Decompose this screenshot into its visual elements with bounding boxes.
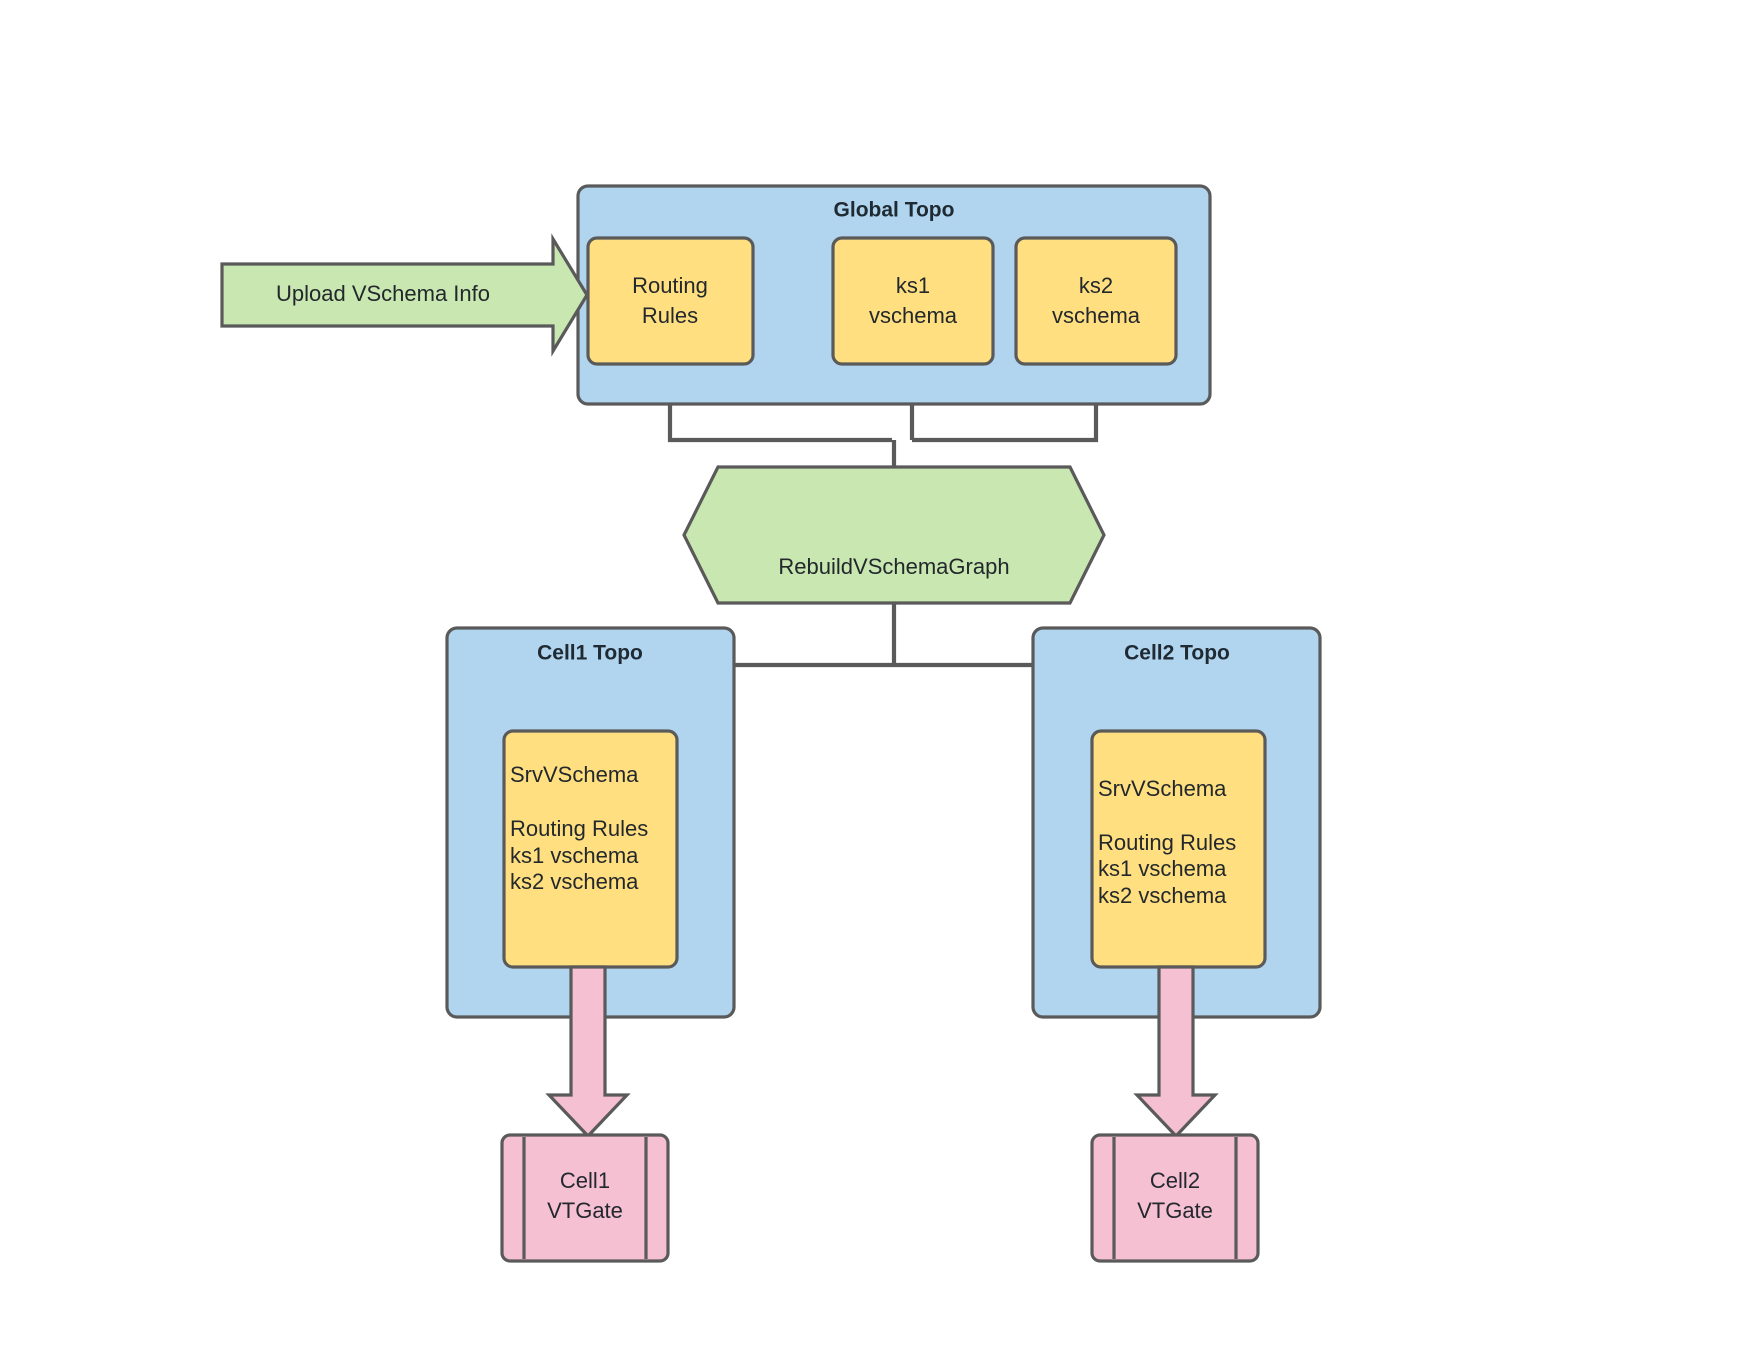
ks2-vschema-line2: vschema: [1052, 303, 1141, 328]
cell2-topo-label: Cell2 Topo: [1124, 642, 1230, 665]
edge-cell1-srvvschema-to-vtgate: [545, 965, 631, 1139]
cell1-srvvschema-heading: SrvVSchema: [510, 762, 639, 787]
node-routing-rules[interactable]: Routing Rules: [586, 236, 755, 366]
cell2-srv-item-2: ks2 vschema: [1098, 883, 1227, 908]
cell2-srv-item-0: Routing Rules: [1098, 830, 1236, 855]
global-topo-label: Global Topo: [834, 199, 955, 222]
cell1-vtgate-line1: Cell1: [560, 1168, 610, 1193]
routing-rules-line1: Routing: [632, 273, 708, 298]
cell2-srv-item-1: ks1 vschema: [1098, 856, 1227, 881]
ks1-vschema-line2: vschema: [869, 303, 958, 328]
ks2-vschema-line1: ks2: [1079, 273, 1113, 298]
cell1-vtgate-node[interactable]: Cell1 VTGate: [500, 1133, 670, 1263]
cell2-srvvschema-heading: SrvVSchema: [1098, 776, 1227, 801]
upload-vschema-info-arrow[interactable]: Upload VSchema Info: [220, 233, 589, 357]
cell2-vtgate-node[interactable]: Cell2 VTGate: [1090, 1133, 1260, 1263]
ks1-vschema-line1: ks1: [896, 273, 930, 298]
cell2-srvvschema-node[interactable]: SrvVSchema Routing Rules ks1 vschema ks2…: [1090, 729, 1267, 969]
rebuild-vschema-graph-action[interactable]: RebuildVSchemaGraph: [682, 465, 1106, 605]
cell2-vtgate-line2: VTGate: [1137, 1198, 1213, 1223]
cell1-topo-label: Cell1 Topo: [537, 642, 643, 665]
rebuild-vschema-graph-label: RebuildVSchemaGraph: [778, 554, 1009, 579]
routing-rules-line2: Rules: [642, 303, 698, 328]
upload-vschema-info-label: Upload VSchema Info: [276, 281, 490, 306]
cell1-srv-item-1: ks1 vschema: [510, 843, 639, 868]
cell1-srv-item-2: ks2 vschema: [510, 869, 639, 894]
node-ks2-vschema[interactable]: ks2 vschema: [1014, 236, 1178, 366]
cell1-vtgate-line2: VTGate: [547, 1198, 623, 1223]
cell2-vtgate-line1: Cell2: [1150, 1168, 1200, 1193]
node-ks1-vschema[interactable]: ks1 vschema: [831, 236, 995, 366]
edge-cell2-srvvschema-to-vtgate: [1133, 965, 1219, 1139]
cell1-srv-item-0: Routing Rules: [510, 816, 648, 841]
cell1-srvvschema-node[interactable]: SrvVSchema Routing Rules ks1 vschema ks2…: [502, 729, 679, 969]
